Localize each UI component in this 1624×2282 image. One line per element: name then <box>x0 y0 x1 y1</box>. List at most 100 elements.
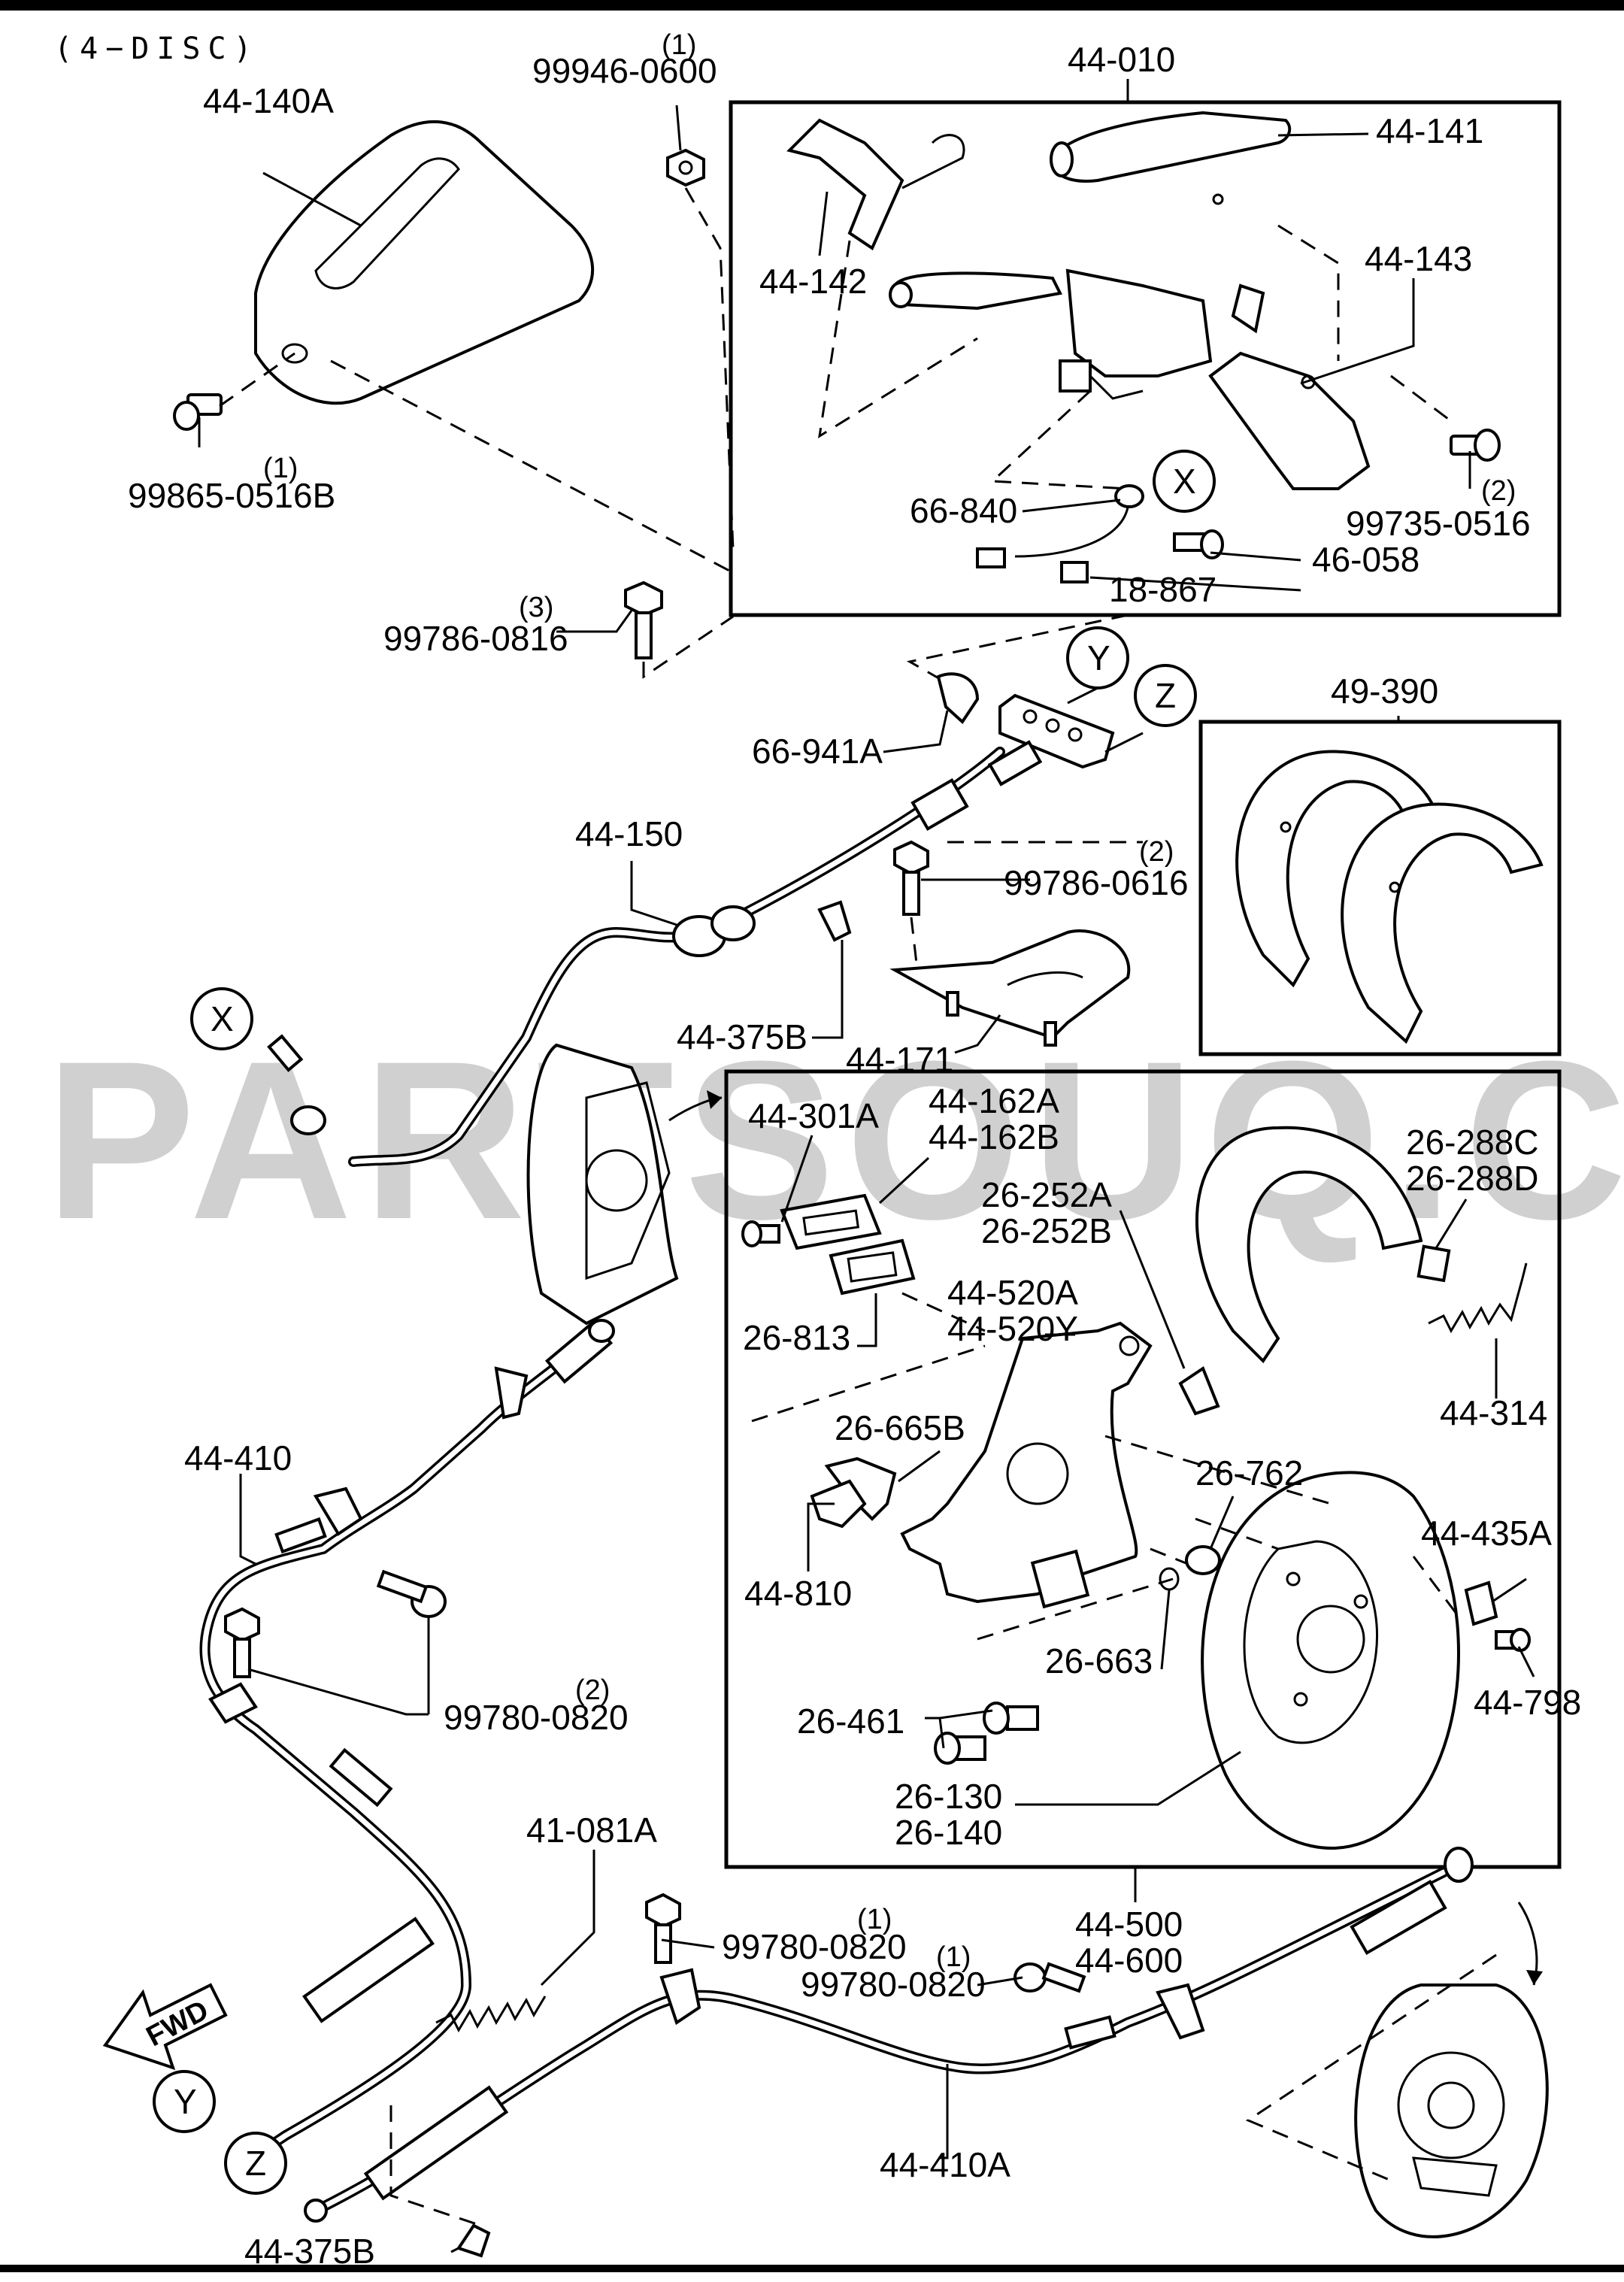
callout-y-top: Y <box>1066 626 1129 689</box>
cable-clip-66-941A <box>936 672 980 725</box>
label-44-810: 44-810 <box>744 1574 852 1613</box>
callout-y-bottom: Y <box>153 2070 216 2133</box>
clip-44-375B-bottom <box>456 2223 491 2258</box>
console-cover <box>254 120 595 405</box>
label-44-798: 44-798 <box>1474 1683 1581 1722</box>
label-44-140A: 44-140A <box>203 81 334 120</box>
label-44-141: 44-141 <box>1376 111 1483 150</box>
bolt-99780-0820-left <box>224 1607 260 1678</box>
qty-99865-0516B: (1) <box>263 453 298 484</box>
brake-shoe-set-49-390 <box>1235 750 1544 1044</box>
bolt-26-461 <box>934 1702 1039 1765</box>
boot-26-813 <box>829 1238 916 1296</box>
label-44-301A: 44-301A <box>748 1096 879 1135</box>
top-border <box>0 0 1624 11</box>
label-44-500: 44-500 <box>1075 1905 1183 1944</box>
qty-99735-0516: (2) <box>1481 475 1516 507</box>
label-44-600: 44-600 <box>1075 1941 1183 1980</box>
fwd-direction-arrow: FWD <box>102 1983 228 2071</box>
label-26-252B: 26-252B <box>981 1211 1112 1250</box>
label-41-081A: 41-081A <box>526 1811 657 1850</box>
label-26-130: 26-130 <box>895 1777 1002 1816</box>
label-18-867: 18-867 <box>1109 570 1216 609</box>
label-26-288D: 26-288D <box>1406 1159 1538 1198</box>
label-26-663: 26-663 <box>1045 1641 1153 1680</box>
qty-99946-0600: (1) <box>662 29 696 61</box>
gasket-44-162 <box>780 1193 882 1250</box>
label-44-410: 44-410 <box>184 1438 292 1477</box>
qty-99780-0820-a: (2) <box>575 1674 610 1706</box>
label-26-252A: 26-252A <box>981 1175 1112 1214</box>
bolt-99780-0820-upper <box>376 1569 447 1618</box>
bottom-border <box>0 2265 1624 2272</box>
label-44-520Y: 44-520Y <box>947 1309 1078 1348</box>
screw-99735 <box>1450 429 1501 462</box>
label-99865-0516B: 99865-0516B <box>128 476 335 515</box>
bracket-44-171 <box>889 929 1131 1047</box>
label-26-762: 26-762 <box>1195 1453 1303 1493</box>
label-44-375B-bottom: 44-375B <box>244 2232 375 2271</box>
label-44-162B: 44-162B <box>929 1117 1059 1156</box>
bolt-99780-0820-mid <box>645 1893 681 1964</box>
bolt-99780-0820-right <box>1013 1962 1086 1993</box>
bolt-44-798 <box>1495 1628 1531 1652</box>
cable-44-410A-fittings <box>304 1847 1474 2223</box>
lever-assembly-box <box>729 100 1562 617</box>
label-44-010: 44-010 <box>1068 40 1175 79</box>
label-44-150: 44-150 <box>575 814 683 853</box>
switch-66-840 <box>976 484 1144 568</box>
callout-z-top: Z <box>1134 664 1197 727</box>
svg-text:Z: Z <box>1155 676 1176 715</box>
label-49-390: 49-390 <box>1331 671 1438 711</box>
lever-arm <box>889 268 1265 400</box>
nut-99946 <box>666 148 705 187</box>
label-99780-0820-a: 99780-0820 <box>444 1698 629 1737</box>
screw-46-058 <box>1173 529 1224 559</box>
spring-44-314 <box>1428 1262 1528 1334</box>
label-26-140: 26-140 <box>895 1813 1002 1852</box>
label-26-665B: 26-665B <box>835 1408 965 1447</box>
label-44-435A: 44-435A <box>1421 1514 1552 1553</box>
lever-grip-44-141 <box>1050 111 1292 205</box>
svg-text:Z: Z <box>245 2144 266 2183</box>
variant-header: (4−DISC) <box>54 32 259 66</box>
spring-41-081A <box>435 1996 547 2033</box>
connector-18-867 <box>1060 561 1089 583</box>
label-99946-0600: 99946-0600 <box>532 51 717 90</box>
label-44-375B-top: 44-375B <box>677 1017 807 1056</box>
label-44-171: 44-171 <box>846 1040 953 1079</box>
clip-44-435A <box>1464 1580 1498 1626</box>
qty-99786-0816: (3) <box>519 592 553 623</box>
nut-26-762 <box>1185 1545 1221 1575</box>
cable-boot-44-150 <box>267 740 1043 1135</box>
label-44-143: 44-143 <box>1365 239 1472 278</box>
backing-plate-44-520 <box>900 1321 1153 1609</box>
lining-26-252 <box>1178 1126 1423 1416</box>
leader-lines <box>198 79 1535 2253</box>
label-44-142: 44-142 <box>759 262 867 301</box>
svg-text:X: X <box>211 999 234 1038</box>
screw-44-301A <box>741 1220 780 1247</box>
dust-shield-26-130 <box>1201 1471 1460 1850</box>
washer-26-663 <box>1159 1567 1180 1591</box>
svg-text:Y: Y <box>1087 638 1110 677</box>
label-26-288C: 26-288C <box>1406 1123 1538 1162</box>
label-66-840: 66-840 <box>910 491 1017 530</box>
label-26-461: 26-461 <box>797 1702 904 1741</box>
rear-brake-right <box>1354 1983 1549 2238</box>
cover-44-143 <box>1208 351 1371 490</box>
label-99735-0516: 99735-0516 <box>1346 504 1531 543</box>
part-labels: 44-140A (1) 99946-0600 (1) 99865-0516B (… <box>128 29 1581 2271</box>
strut-44-810 <box>810 1479 867 1529</box>
label-44-520A: 44-520A <box>947 1273 1078 1312</box>
rear-brake-assembly-box <box>724 1069 1562 1869</box>
adjuster-26-288 <box>1416 1244 1451 1283</box>
label-44-314: 44-314 <box>1440 1393 1547 1432</box>
label-44-162A: 44-162A <box>929 1081 1059 1120</box>
label-99780-0820-b: 99780-0820 <box>722 1927 907 1966</box>
screw-99865 <box>173 393 223 431</box>
svg-text:X: X <box>1173 462 1196 501</box>
clip-44-375B-top <box>817 900 852 942</box>
bolt-99786-0616 <box>893 840 929 916</box>
